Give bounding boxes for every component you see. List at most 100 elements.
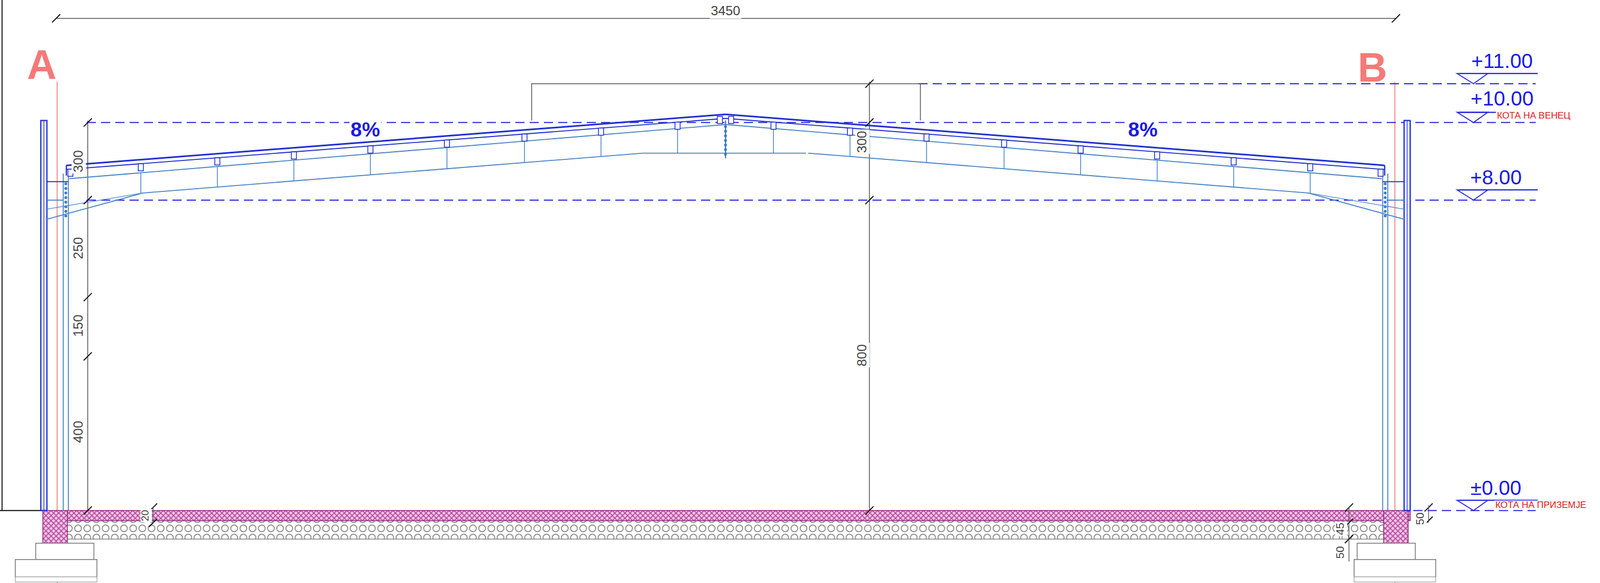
dimension-tick bbox=[865, 79, 874, 88]
truss-post bbox=[1233, 166, 1235, 188]
bolt-dot bbox=[723, 147, 727, 151]
truss-post bbox=[140, 172, 142, 194]
gravel-layer bbox=[51, 520, 1404, 539]
floor-slab bbox=[42, 510, 1411, 522]
axis-label: A bbox=[26, 42, 58, 86]
purlin bbox=[1154, 151, 1160, 159]
dimension-line bbox=[1348, 507, 1350, 562]
purlin bbox=[1307, 163, 1313, 171]
roof-sheet bbox=[66, 118, 726, 170]
column-line bbox=[1387, 173, 1389, 511]
level-triangle bbox=[1456, 112, 1488, 123]
truss-chord bbox=[69, 124, 726, 179]
wall-panel bbox=[1404, 120, 1411, 511]
dimension-text: 3450 bbox=[709, 4, 742, 19]
bolt-dot bbox=[64, 191, 67, 195]
level-note: КОТА НА ПРИЗЕМЈЕ bbox=[1494, 500, 1588, 511]
generated-structure bbox=[15, 73, 1538, 582]
truss-post bbox=[1156, 160, 1158, 182]
bolt-dot bbox=[1383, 182, 1387, 185]
bolt-dot bbox=[64, 200, 67, 204]
dimension-tick bbox=[83, 195, 92, 204]
dimension-text: 800 bbox=[855, 343, 870, 368]
footing bbox=[15, 559, 97, 578]
dimension-tick bbox=[83, 118, 92, 127]
purlin bbox=[214, 157, 220, 165]
wall-line bbox=[1406, 120, 1408, 511]
level-line bbox=[918, 83, 1536, 85]
level-mark: ±0.00 bbox=[1469, 477, 1523, 499]
bolt-dot bbox=[1383, 187, 1387, 190]
level-triangle bbox=[1456, 73, 1488, 84]
column-line bbox=[67, 173, 70, 511]
truss-chord bbox=[45, 193, 143, 220]
truss-chord bbox=[1307, 193, 1405, 220]
eave-detail bbox=[46, 181, 68, 183]
truss-chord bbox=[725, 124, 1382, 179]
purlin bbox=[728, 116, 734, 124]
dimension-line bbox=[87, 120, 89, 511]
dimension-text: 300 bbox=[855, 129, 870, 155]
eave-detail bbox=[1387, 199, 1405, 201]
wall-line bbox=[43, 120, 45, 511]
dimension-text: 300 bbox=[71, 149, 86, 174]
haunch-line bbox=[45, 193, 143, 210]
dimension-line bbox=[1428, 505, 1429, 523]
column-line bbox=[62, 173, 64, 511]
truss-chord bbox=[808, 153, 1308, 194]
level-triangle bbox=[1456, 500, 1488, 511]
truss-post bbox=[849, 134, 851, 157]
truss-post bbox=[216, 166, 219, 188]
purlin bbox=[1077, 145, 1083, 153]
purlin bbox=[138, 163, 144, 171]
truss-post bbox=[524, 141, 526, 163]
purlin bbox=[1231, 157, 1237, 165]
bolt-dot bbox=[64, 187, 67, 190]
dimension-tick bbox=[52, 14, 61, 23]
purlin bbox=[291, 151, 297, 159]
footing-base bbox=[1354, 577, 1436, 582]
dimension-text: 20 bbox=[140, 509, 152, 523]
roof-sheet bbox=[725, 114, 1385, 166]
purlin bbox=[598, 128, 604, 136]
bolt-dot bbox=[64, 182, 67, 185]
dimension-tick bbox=[83, 293, 92, 302]
roof-sheet bbox=[725, 118, 1385, 170]
axis-line bbox=[56, 81, 58, 583]
purlin bbox=[1001, 139, 1007, 147]
purlin bbox=[847, 128, 853, 136]
level-triangle bbox=[1456, 189, 1488, 201]
dimension-text: 400 bbox=[71, 419, 86, 445]
bolt-dot bbox=[723, 129, 727, 133]
purlin bbox=[444, 139, 450, 147]
truss-post bbox=[677, 128, 679, 153]
haunch-line bbox=[1307, 193, 1405, 210]
bolt-dot bbox=[1383, 196, 1387, 200]
foundation-beam bbox=[42, 510, 68, 547]
footing-base bbox=[15, 577, 97, 582]
foundation-beam bbox=[1383, 510, 1409, 547]
level-note: КОТА НА ВЕНЕЦ bbox=[1496, 111, 1572, 122]
purlin bbox=[1378, 169, 1384, 177]
bolt-dot bbox=[723, 134, 727, 138]
dimension-tick bbox=[83, 506, 92, 515]
eave-end bbox=[1384, 165, 1386, 176]
bolt-dot bbox=[723, 125, 727, 128]
frame-line bbox=[1, 0, 3, 511]
dimension-text: 50 bbox=[1335, 544, 1348, 560]
level-mark: +11.00 bbox=[1470, 50, 1534, 72]
truss-post bbox=[1309, 172, 1311, 194]
dimension-tick bbox=[865, 118, 874, 127]
eave-detail bbox=[46, 199, 64, 201]
dimension-text: 250 bbox=[71, 236, 86, 261]
purlin bbox=[367, 145, 373, 153]
purlin bbox=[717, 116, 723, 124]
level-line bbox=[86, 121, 1536, 123]
static-lines bbox=[0, 0, 1536, 583]
dimension-tick bbox=[1391, 14, 1400, 23]
axis-line bbox=[1394, 81, 1396, 583]
slope-label: 8% bbox=[349, 119, 382, 141]
truss-post bbox=[772, 128, 774, 153]
eave-detail bbox=[1382, 181, 1404, 183]
